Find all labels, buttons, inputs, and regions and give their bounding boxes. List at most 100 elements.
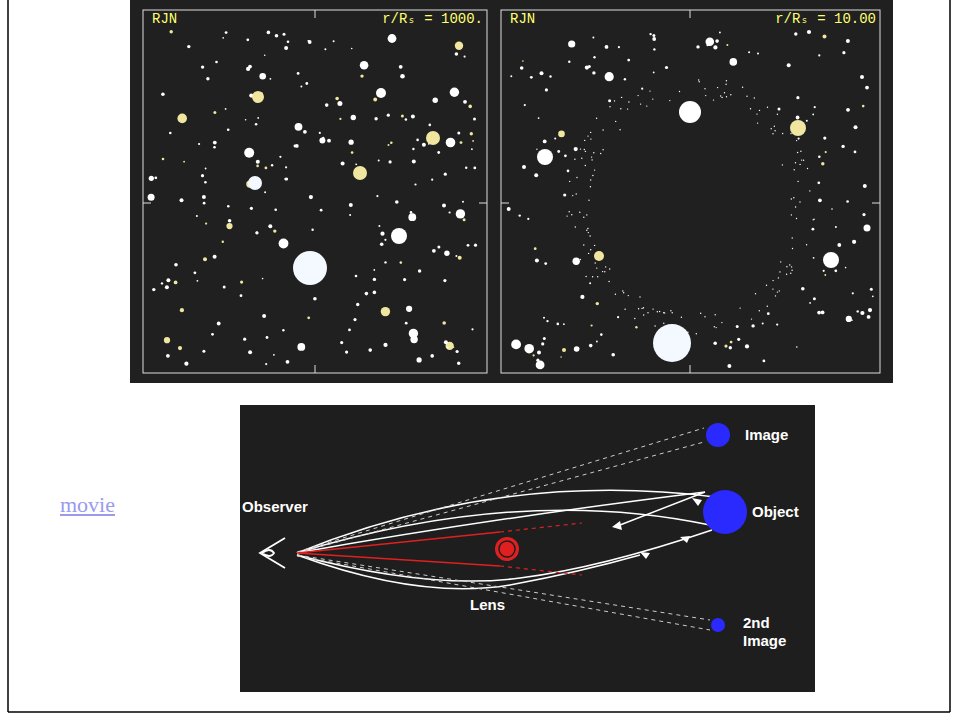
star (535, 258, 539, 262)
star (536, 149, 538, 151)
star (268, 224, 272, 228)
star (592, 276, 593, 277)
star (197, 280, 199, 282)
star (823, 137, 826, 140)
star (534, 173, 538, 177)
star (837, 243, 841, 247)
star (860, 75, 864, 79)
star (663, 323, 664, 324)
star (594, 169, 595, 170)
star (812, 228, 815, 231)
star (777, 114, 778, 115)
star (659, 311, 660, 312)
star (823, 35, 827, 39)
star (279, 156, 281, 158)
star (736, 325, 739, 328)
star (576, 177, 577, 178)
star (872, 295, 874, 297)
star (594, 251, 604, 261)
star (867, 315, 871, 319)
star (376, 88, 386, 98)
star (429, 124, 432, 127)
star (473, 117, 476, 120)
star (794, 32, 797, 35)
star (422, 143, 426, 147)
star (597, 276, 598, 277)
star (222, 241, 224, 243)
star (793, 197, 794, 198)
star (846, 39, 850, 43)
star (426, 131, 440, 145)
star (307, 316, 310, 319)
star (591, 159, 592, 160)
star (696, 333, 697, 334)
panel-frames (143, 10, 880, 373)
star (779, 290, 780, 291)
star (545, 88, 548, 91)
star (767, 312, 770, 315)
star (174, 281, 178, 285)
star (615, 121, 616, 122)
star (324, 48, 326, 50)
star (721, 322, 722, 323)
lens-mass (495, 537, 519, 561)
star (591, 156, 592, 157)
star (259, 73, 266, 80)
star (696, 45, 699, 48)
star (600, 153, 601, 154)
star (751, 318, 752, 319)
star (767, 107, 768, 108)
star (727, 364, 731, 368)
star (408, 213, 416, 221)
star (818, 155, 821, 158)
star (285, 241, 288, 244)
star (405, 322, 408, 325)
star (225, 31, 228, 34)
star (339, 118, 341, 120)
star (412, 148, 414, 150)
star (297, 343, 305, 351)
star (569, 211, 570, 212)
star (831, 208, 833, 210)
star (628, 101, 629, 102)
star (756, 113, 757, 114)
star (814, 106, 816, 108)
star (807, 168, 808, 169)
star (594, 245, 595, 246)
star (789, 264, 790, 265)
star (834, 269, 837, 272)
star (585, 151, 586, 152)
star (792, 248, 793, 249)
star (663, 312, 664, 313)
star (557, 150, 560, 153)
star (589, 344, 593, 348)
star (313, 297, 317, 301)
star (608, 281, 609, 282)
star (458, 256, 462, 260)
star (335, 97, 339, 101)
star (782, 133, 783, 134)
star (566, 215, 567, 216)
star (755, 293, 756, 294)
star (777, 291, 778, 292)
star (845, 267, 847, 269)
star (549, 75, 551, 77)
star (641, 308, 642, 309)
star (699, 81, 700, 82)
star (240, 294, 243, 297)
star (586, 214, 587, 215)
star (194, 271, 197, 274)
star (817, 181, 820, 184)
star (745, 344, 749, 348)
star (580, 295, 584, 299)
star (285, 166, 287, 168)
star (592, 175, 593, 176)
star (295, 123, 303, 131)
star (345, 351, 348, 354)
star (388, 144, 390, 146)
star (187, 45, 190, 48)
star (560, 356, 562, 358)
star (279, 239, 289, 249)
star (717, 87, 718, 88)
star (790, 120, 806, 136)
